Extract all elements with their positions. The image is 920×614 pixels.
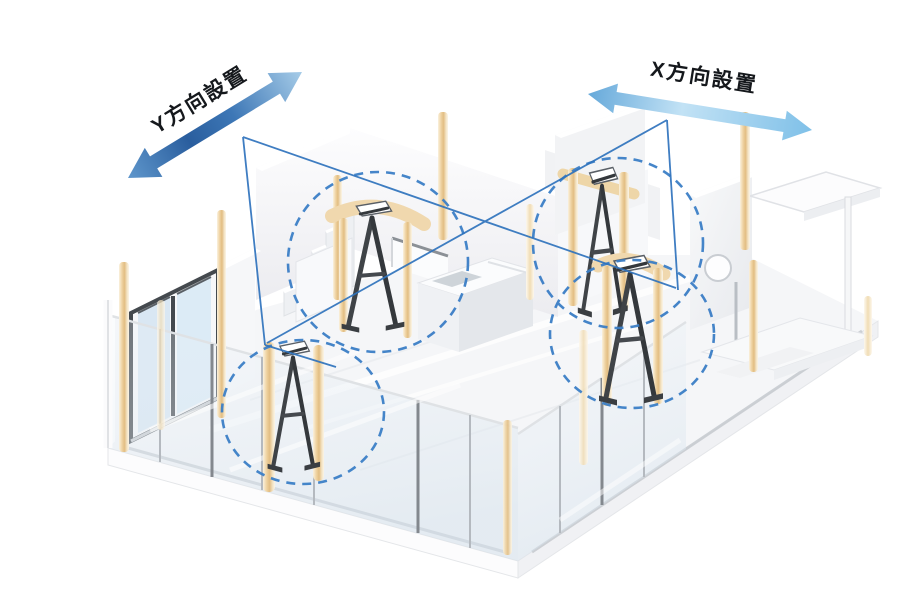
entrance-porch — [690, 171, 883, 380]
wood-post — [438, 112, 448, 240]
wood-posts — [119, 112, 872, 555]
wood-post — [653, 268, 663, 404]
damper-highlight-circle-2 — [220, 338, 386, 486]
wood-post — [157, 300, 165, 430]
wood-post — [526, 204, 534, 300]
x-direction-label: X方向設置 — [649, 57, 759, 98]
wood-post — [313, 345, 324, 481]
damper-bay-3 — [557, 167, 640, 317]
damper-highlight-circle-4 — [548, 258, 716, 410]
wood-post — [568, 168, 578, 306]
damper-bay-1 — [325, 201, 431, 338]
wall-plane-guide-lines — [242, 119, 679, 368]
wood-post — [119, 262, 129, 452]
wood-post — [864, 296, 872, 356]
wood-post — [579, 330, 588, 465]
sink — [432, 271, 482, 287]
wood-post — [749, 260, 758, 372]
damper-highlight-circle-3 — [531, 156, 705, 330]
wood-post — [619, 172, 629, 310]
wood-post — [503, 420, 512, 555]
wood-post — [339, 218, 348, 332]
damper-bay-2 — [263, 341, 324, 492]
porch-post — [844, 196, 852, 344]
round-window — [704, 254, 732, 282]
double-arrow-icon — [588, 83, 812, 141]
double-arrow-icon — [128, 72, 302, 178]
wood-post — [403, 222, 412, 338]
wood-post — [263, 342, 275, 492]
wood-post — [217, 210, 226, 418]
damper-highlight-circle-1 — [286, 170, 470, 354]
wood-post — [740, 112, 750, 250]
